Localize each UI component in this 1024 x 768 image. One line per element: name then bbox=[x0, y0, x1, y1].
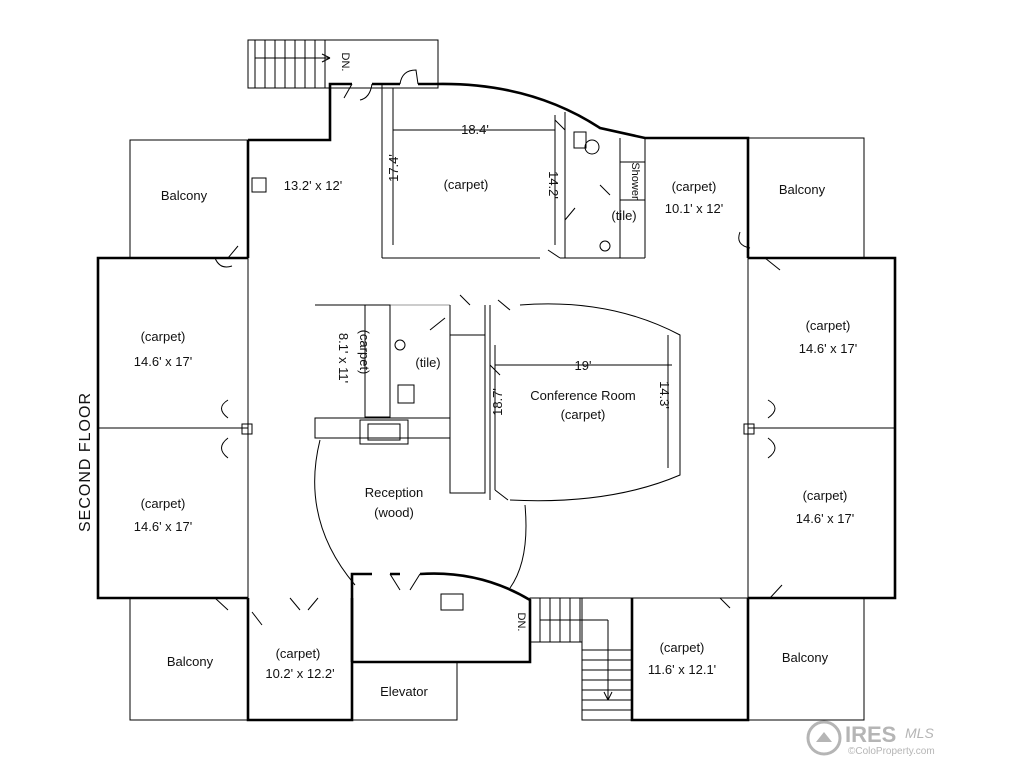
office-small-size: 13.2' x 12' bbox=[284, 178, 342, 193]
conference-name: Conference Room bbox=[530, 388, 636, 403]
bottom-right-office-floor: (carpet) bbox=[660, 640, 705, 655]
reception-name: Reception bbox=[365, 485, 424, 500]
sink-center-icon bbox=[397, 384, 415, 404]
top-wing-wall bbox=[248, 82, 750, 258]
right-upper-size: 14.6' x 17' bbox=[799, 341, 857, 356]
conference-depth-right: 14.3' bbox=[657, 381, 672, 409]
dimension-lines bbox=[392, 88, 672, 490]
stair-top-label: DN. bbox=[339, 53, 351, 72]
labels: DN. DN. Balcony Balcony Balcony Balcony … bbox=[77, 53, 857, 699]
balcony-bottom-left: Balcony bbox=[167, 654, 214, 669]
balcony-top-right: Balcony bbox=[779, 182, 826, 197]
stair-top-box bbox=[247, 39, 439, 89]
drain-icon bbox=[599, 240, 611, 252]
bottom-left-office-size: 10.2' x 12.2' bbox=[265, 666, 334, 681]
top-center-depth-right: 14.2' bbox=[546, 171, 561, 199]
shower-label: Shower bbox=[629, 162, 641, 200]
stair-bottom bbox=[539, 598, 632, 711]
left-lower-size: 14.6' x 17' bbox=[134, 519, 192, 534]
balcony-bottom-right: Balcony bbox=[782, 650, 829, 665]
stair-top bbox=[254, 40, 331, 88]
top-right-office-floor: (carpet) bbox=[672, 179, 717, 194]
left-upper-size: 14.6' x 17' bbox=[134, 354, 192, 369]
right-lower-size: 14.6' x 17' bbox=[796, 511, 854, 526]
vent-reception-icon bbox=[440, 593, 464, 611]
stair-bottom-label: DN. bbox=[515, 613, 527, 632]
conference-depth-left: 18.7' bbox=[490, 388, 505, 416]
top-center-width: 18.4' bbox=[461, 122, 489, 137]
vent-left-icon bbox=[241, 423, 253, 435]
center-closet-floor: (carpet) bbox=[357, 330, 372, 375]
bath-floor: (tile) bbox=[611, 208, 636, 223]
bottom-left-office-floor: (carpet) bbox=[276, 646, 321, 661]
top-right-office-size: 10.1' x 12' bbox=[665, 201, 723, 216]
reception-floor: (wood) bbox=[374, 505, 414, 520]
toilet-icon bbox=[584, 139, 600, 155]
elevator-label: Elevator bbox=[380, 684, 428, 699]
left-upper-floor: (carpet) bbox=[141, 329, 186, 344]
watermark: IRES MLS ©ColoProperty.com bbox=[806, 720, 935, 757]
right-upper-floor: (carpet) bbox=[806, 318, 851, 333]
conference-floor: (carpet) bbox=[561, 407, 606, 422]
balcony-top-left: Balcony bbox=[161, 188, 208, 203]
watermark-suffix: MLS bbox=[905, 725, 934, 741]
center-closet-size: 8.1' x 11' bbox=[336, 333, 351, 383]
door-swings bbox=[214, 69, 783, 626]
toilet-center-icon bbox=[394, 339, 406, 351]
watermark-brand: IRES bbox=[845, 722, 896, 747]
watermark-site: ©ColoProperty.com bbox=[848, 746, 935, 757]
conference-width: 19' bbox=[575, 358, 592, 373]
vent-right-icon bbox=[743, 423, 755, 435]
top-center-depth-left: 17.4' bbox=[386, 154, 401, 182]
sink-icon bbox=[251, 177, 267, 193]
house-logo-icon bbox=[806, 720, 842, 756]
bottom-right-office-size: 11.6' x 12.1' bbox=[648, 662, 716, 677]
center-bath-floor: (tile) bbox=[415, 355, 440, 370]
top-center-floor: (carpet) bbox=[444, 177, 489, 192]
left-lower-floor: (carpet) bbox=[141, 496, 186, 511]
walls bbox=[96, 39, 897, 722]
fixtures bbox=[241, 131, 755, 611]
right-lower-floor: (carpet) bbox=[803, 488, 848, 503]
floor-title: SECOND FLOOR bbox=[77, 392, 94, 532]
